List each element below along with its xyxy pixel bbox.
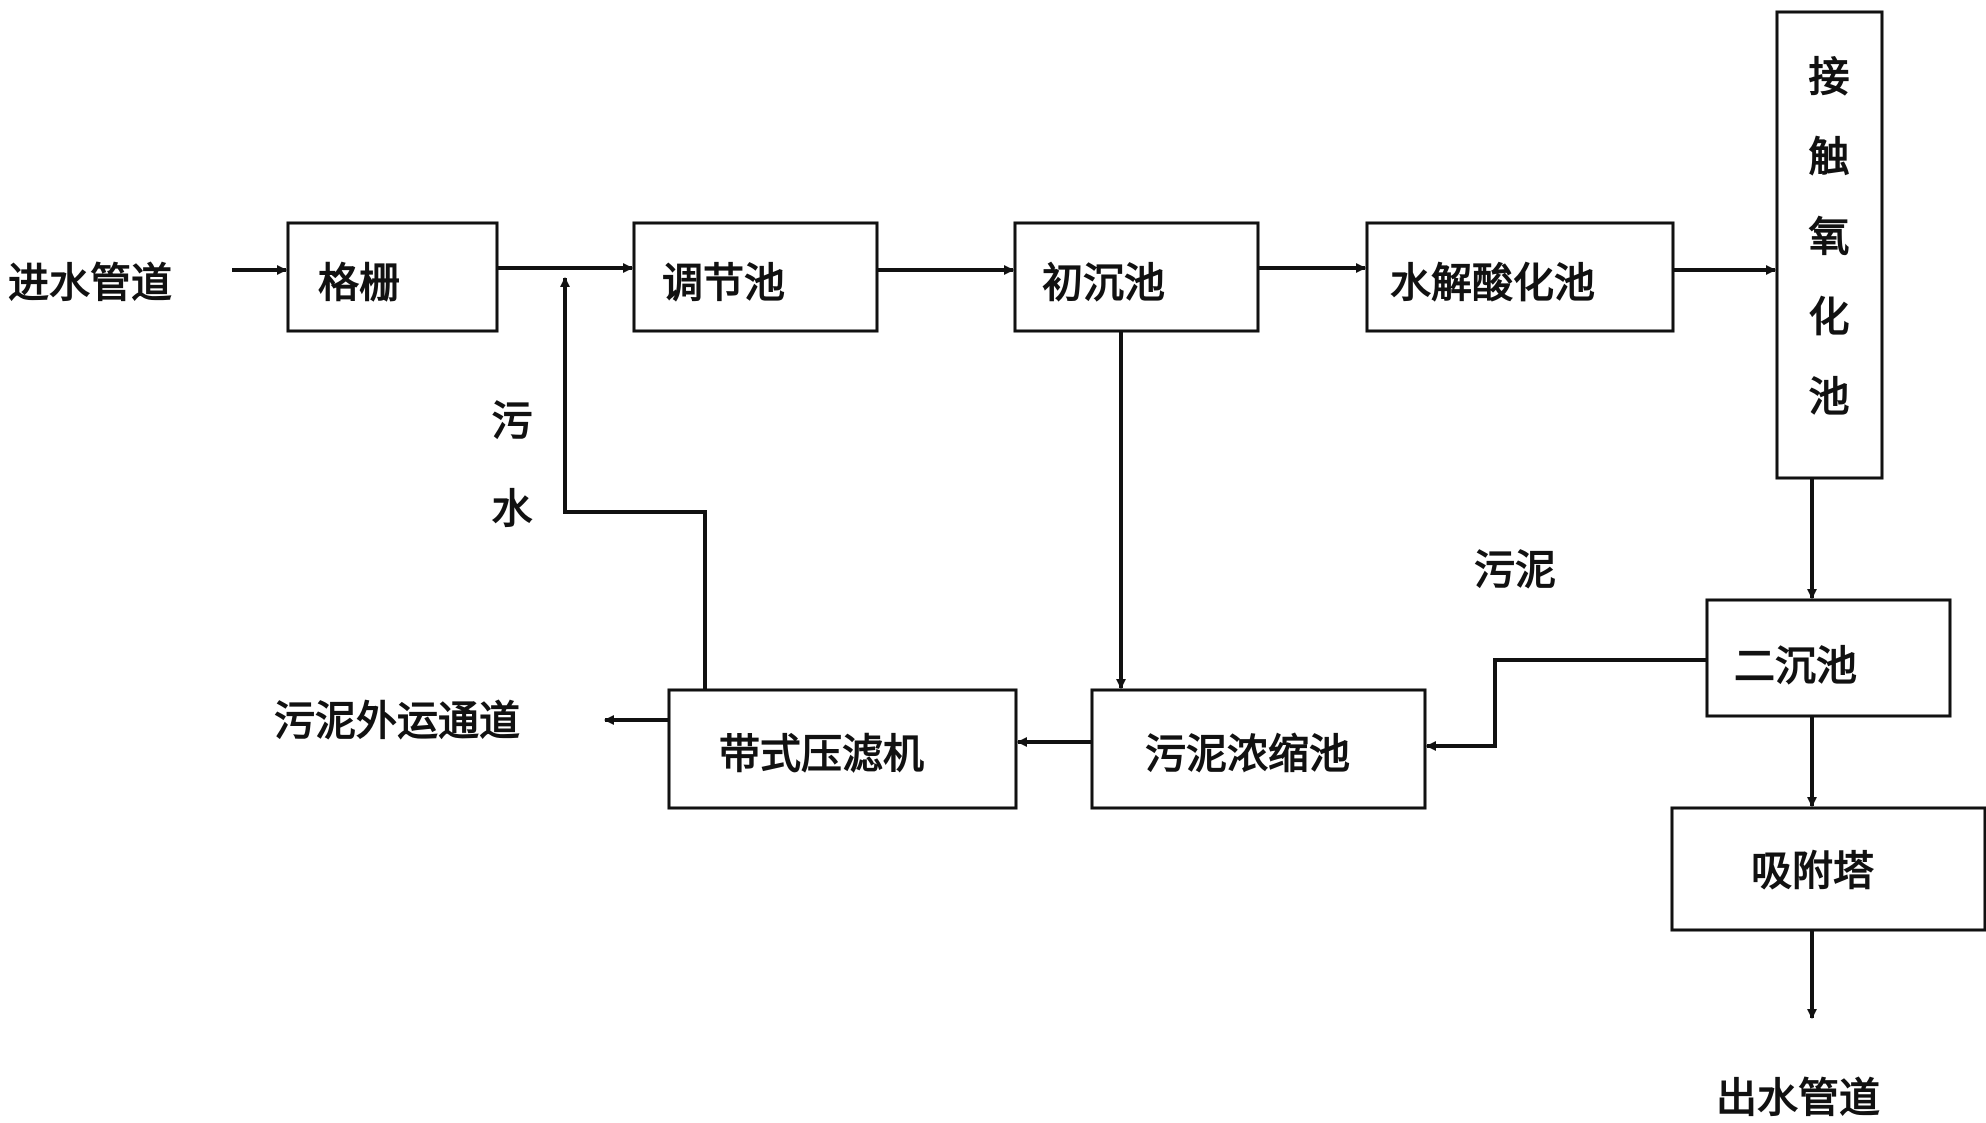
contact-oxidation-tank-box: [1775, 10, 1884, 480]
grille-label: 格栅: [318, 259, 400, 307]
grille-box: [286, 221, 499, 333]
sludge-transport-channel-label: 污泥外运通道: [274, 697, 520, 745]
primary-sedimentation-tank-label: 初沉池: [1042, 259, 1165, 307]
belt-filter-press-label: 带式压滤机: [719, 730, 924, 778]
sewage-flow-label: 污水: [492, 397, 534, 533]
secondary-sedimentation-tank-label: 二沉池: [1734, 642, 1857, 690]
belt-filter-press-box: [667, 688, 1018, 810]
outlet-pipe-label: 出水管道: [1716, 1074, 1880, 1122]
hydrolysis-acidification-tank-box: [1365, 221, 1675, 333]
sludge-thickener-label: 污泥浓缩池: [1145, 730, 1350, 778]
contact-oxidation-tank-label: 接触氧化池: [1809, 53, 1850, 421]
hydrolysis-acidification-tank-label: 水解酸化池: [1390, 259, 1595, 307]
sludge-thickener-box: [1090, 688, 1427, 810]
sludge-flow-label: 污泥: [1474, 546, 1556, 594]
equalization-tank-label: 调节池: [662, 259, 785, 307]
arrow-secondary-sludge-to-thickener: [1426, 658, 1707, 751]
primary-sedimentation-tank-box: [1013, 221, 1260, 333]
arrow-press-return-water: [560, 277, 707, 690]
inlet-pipe-label: 进水管道: [8, 259, 172, 307]
adsorption-tower-label: 吸附塔: [1751, 847, 1875, 895]
adsorption-tower-box: [1670, 806, 1986, 932]
equalization-tank-box: [632, 221, 879, 333]
